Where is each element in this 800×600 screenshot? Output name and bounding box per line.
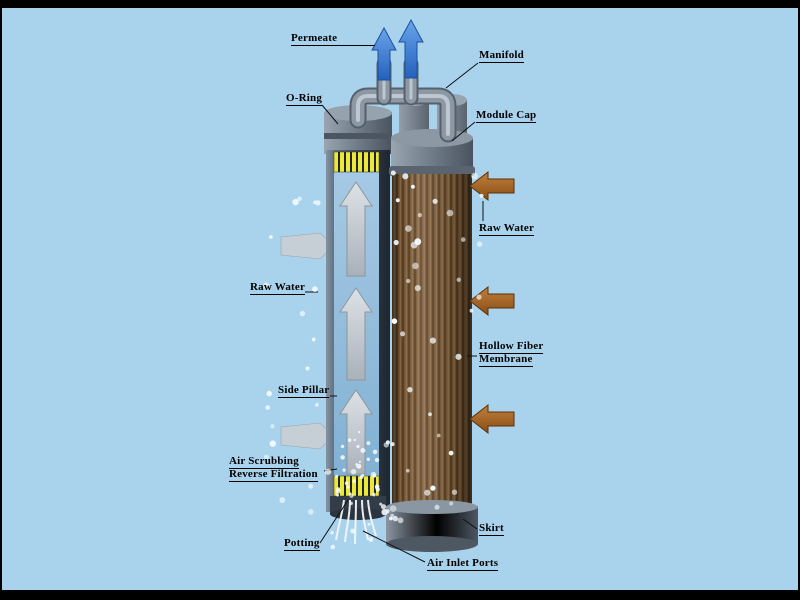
raw-water-arrows (469, 170, 515, 435)
label-air-inlet-ports: Air Inlet Ports (427, 557, 499, 571)
right-module (386, 94, 478, 552)
label-o-ring: O-Ring (286, 92, 323, 106)
o-ring-groove (324, 133, 392, 139)
interior-flow-arrows (339, 181, 373, 475)
potting-top (333, 151, 380, 173)
leader-lines (305, 62, 484, 563)
skirt-bottom (386, 536, 478, 552)
left-module-base-bottom (330, 508, 386, 520)
label-manifold: Manifold (479, 49, 524, 63)
label-skirt: Skirt (479, 522, 504, 536)
raw-water-left-beams (280, 232, 335, 450)
potting-bottom (333, 475, 380, 497)
label-permeate: Permeate (291, 33, 375, 46)
left-module (324, 105, 392, 545)
label-raw-water-left: Raw Water (250, 281, 306, 295)
bubbles (263, 170, 484, 550)
label-raw-water-right: Raw Water (479, 222, 535, 236)
label-module-cap: Module Cap (476, 109, 537, 123)
skirt-rim (386, 500, 478, 514)
label-air-scrubbing: Air Scrubbing Reverse Filtration (229, 455, 318, 482)
label-side-pillar: Side Pillar (278, 384, 330, 398)
module-cap-rim (389, 166, 475, 176)
permeate-arrows (371, 18, 424, 81)
module-cap-top (391, 129, 473, 147)
label-hollow-fiber-membrane: Hollow Fiber Membrane (479, 340, 544, 367)
label-potting: Potting (284, 537, 320, 551)
